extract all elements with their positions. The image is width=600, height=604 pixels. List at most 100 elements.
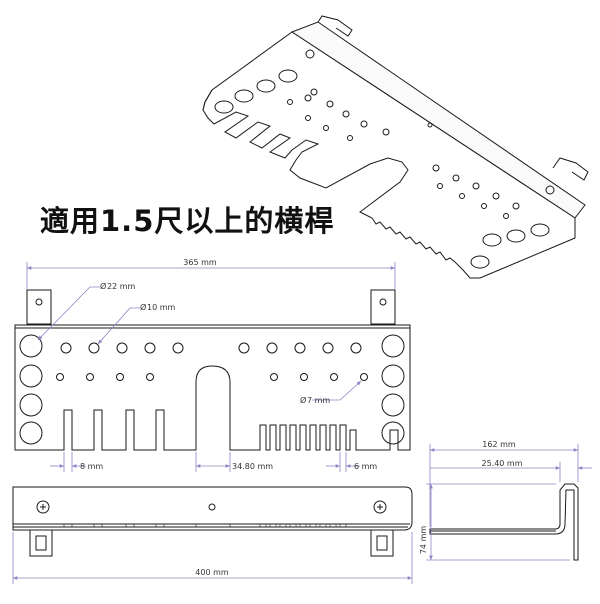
label-hole-medium: 10 mm	[147, 303, 176, 312]
iso-hole	[360, 120, 368, 128]
diameter-symbol: Ø	[140, 302, 146, 312]
front-mount-hole-left	[36, 500, 50, 514]
iso-hole	[481, 203, 487, 209]
iso-hole	[530, 223, 550, 237]
label-top-width: 365 mm	[183, 258, 217, 267]
front-view	[12, 486, 413, 557]
leader-hole-large	[37, 286, 100, 341]
front-mount-screw-left	[40, 504, 46, 510]
iso-hole	[506, 229, 526, 243]
iso-hole	[323, 125, 329, 131]
front-hook-left-inner	[35, 535, 47, 551]
front-view-dimensions	[12, 532, 413, 584]
iso-hook-left	[317, 15, 353, 37]
top-hole-large	[381, 393, 405, 417]
top-hole-small	[300, 373, 308, 381]
top-hole-large	[19, 421, 43, 445]
top-hole-large	[19, 393, 43, 417]
iso-front-lip	[202, 89, 213, 111]
iso-hole	[256, 79, 276, 93]
top-hook-left	[26, 289, 52, 325]
top-hole-small	[330, 373, 338, 381]
label-hole-small: 7 mm	[307, 396, 330, 405]
label-center-slot: 34.80 mm	[232, 462, 273, 471]
top-hole-small	[360, 373, 368, 381]
top-hole-large	[19, 364, 43, 388]
top-hole-small	[146, 373, 154, 381]
leader-hole-medium	[97, 307, 140, 345]
top-hole-medium	[322, 342, 334, 354]
top-hole-large	[381, 364, 405, 388]
iso-hole	[310, 88, 318, 96]
isometric-view	[202, 15, 589, 279]
label-height: 74 mm	[419, 526, 428, 555]
side-profile	[429, 483, 579, 561]
iso-hook-right	[552, 157, 589, 181]
side-view-dimensions	[426, 444, 592, 561]
iso-hole	[287, 99, 293, 105]
iso-center-hole	[427, 122, 433, 128]
top-hook-right-slot	[379, 298, 387, 306]
label-front-width: 400 mm	[195, 568, 229, 577]
front-mount-hole-right	[373, 500, 387, 514]
iso-hole	[512, 202, 520, 210]
side-view	[429, 483, 579, 561]
top-view-dimensions	[26, 262, 396, 472]
top-hole-medium	[144, 342, 156, 354]
top-hole-small	[116, 373, 124, 381]
iso-hole	[470, 255, 490, 269]
iso-mount-hole-right	[545, 185, 555, 195]
top-hole-medium	[116, 342, 128, 354]
iso-hole	[503, 213, 509, 219]
iso-hole	[492, 192, 500, 200]
iso-hole	[214, 100, 234, 114]
top-hole-medium	[60, 342, 72, 354]
front-hook-left	[29, 529, 53, 557]
top-hole-small	[56, 373, 64, 381]
top-hole-small	[86, 373, 94, 381]
iso-hole	[459, 193, 465, 199]
top-view	[14, 289, 411, 451]
iso-hole	[482, 233, 502, 247]
top-hook-right	[370, 289, 396, 325]
iso-hole	[305, 115, 311, 121]
label-depth: 162 mm	[482, 440, 516, 449]
top-hole-medium	[350, 342, 362, 354]
iso-hole	[304, 94, 312, 102]
top-hole-large	[381, 421, 405, 445]
top-hole-medium	[238, 342, 250, 354]
top-hook-left-slot	[35, 298, 43, 306]
iso-hole	[437, 183, 443, 189]
iso-hole	[472, 182, 480, 190]
front-slot-ticks	[63, 524, 347, 527]
iso-hole	[432, 164, 440, 172]
front-hook-right-inner	[376, 535, 388, 551]
top-plate-outline	[14, 324, 411, 451]
iso-hole	[278, 69, 298, 83]
front-center-hole	[208, 503, 216, 511]
caption-title: 適用1.5尺以上的横桿	[40, 204, 335, 238]
front-hook-right	[370, 529, 394, 557]
iso-hole	[234, 89, 254, 103]
front-mount-screw-right	[377, 504, 383, 510]
top-hole-medium	[88, 342, 100, 354]
top-hole-small	[270, 373, 278, 381]
diameter-symbol: Ø	[300, 395, 306, 405]
leader-hole-small	[312, 380, 362, 401]
iso-hole	[382, 128, 390, 136]
top-hole-medium	[266, 342, 278, 354]
iso-hole	[347, 135, 353, 141]
top-hole-medium	[172, 342, 184, 354]
diameter-symbol: Ø	[100, 281, 106, 291]
front-plate-outline	[12, 486, 413, 531]
iso-hole	[452, 174, 460, 182]
iso-plate-outline	[202, 31, 576, 279]
iso-hole	[342, 110, 350, 118]
iso-mount-hole-left	[305, 49, 315, 59]
label-fine-slot: 6 mm	[354, 462, 377, 471]
top-hole-large	[19, 334, 43, 358]
top-hole-large	[381, 334, 405, 358]
top-hole-medium	[294, 342, 306, 354]
